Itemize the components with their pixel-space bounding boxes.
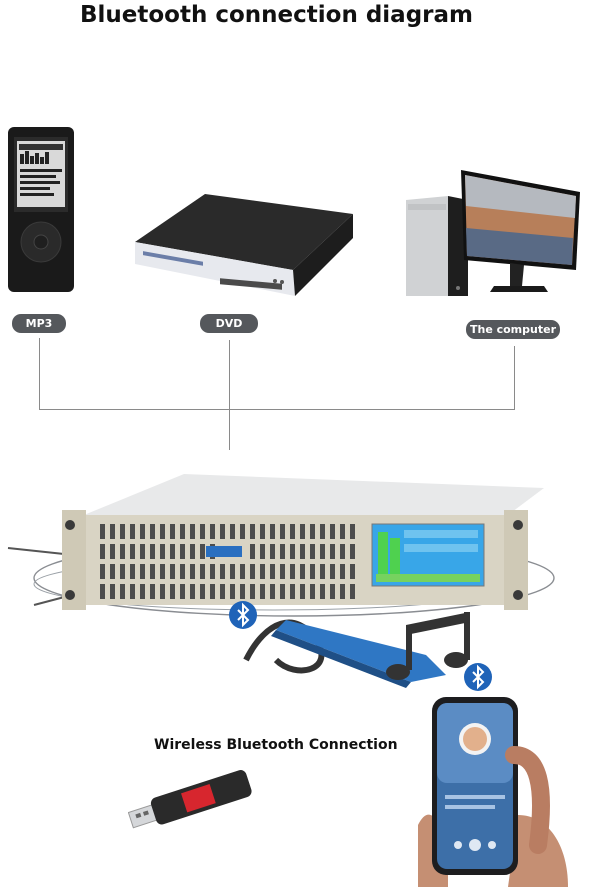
- mp3-player-image: [8, 127, 74, 292]
- music-note-icon: [236, 600, 496, 690]
- bluetooth-icon: [228, 600, 258, 630]
- dvd-player-image: [125, 192, 357, 297]
- computer-image: [406, 168, 586, 300]
- wireless-caption: Wireless Bluetooth Connection: [154, 737, 398, 753]
- bluetooth-icon: [463, 662, 493, 692]
- diagram-title: Bluetooth connection diagram: [80, 2, 473, 28]
- usb-dongle-icon: [128, 766, 258, 836]
- label-the-computer: The computer: [466, 320, 560, 339]
- connector-computer: [514, 346, 515, 410]
- fm-transmitter-image: [4, 470, 570, 630]
- label-mp3: MP3: [12, 314, 66, 333]
- connector-mp3: [39, 338, 40, 410]
- connector-dvd: [229, 340, 230, 450]
- smartphone-icon: [418, 695, 568, 887]
- label-dvd: DVD: [200, 314, 258, 333]
- connector-bus: [39, 409, 515, 410]
